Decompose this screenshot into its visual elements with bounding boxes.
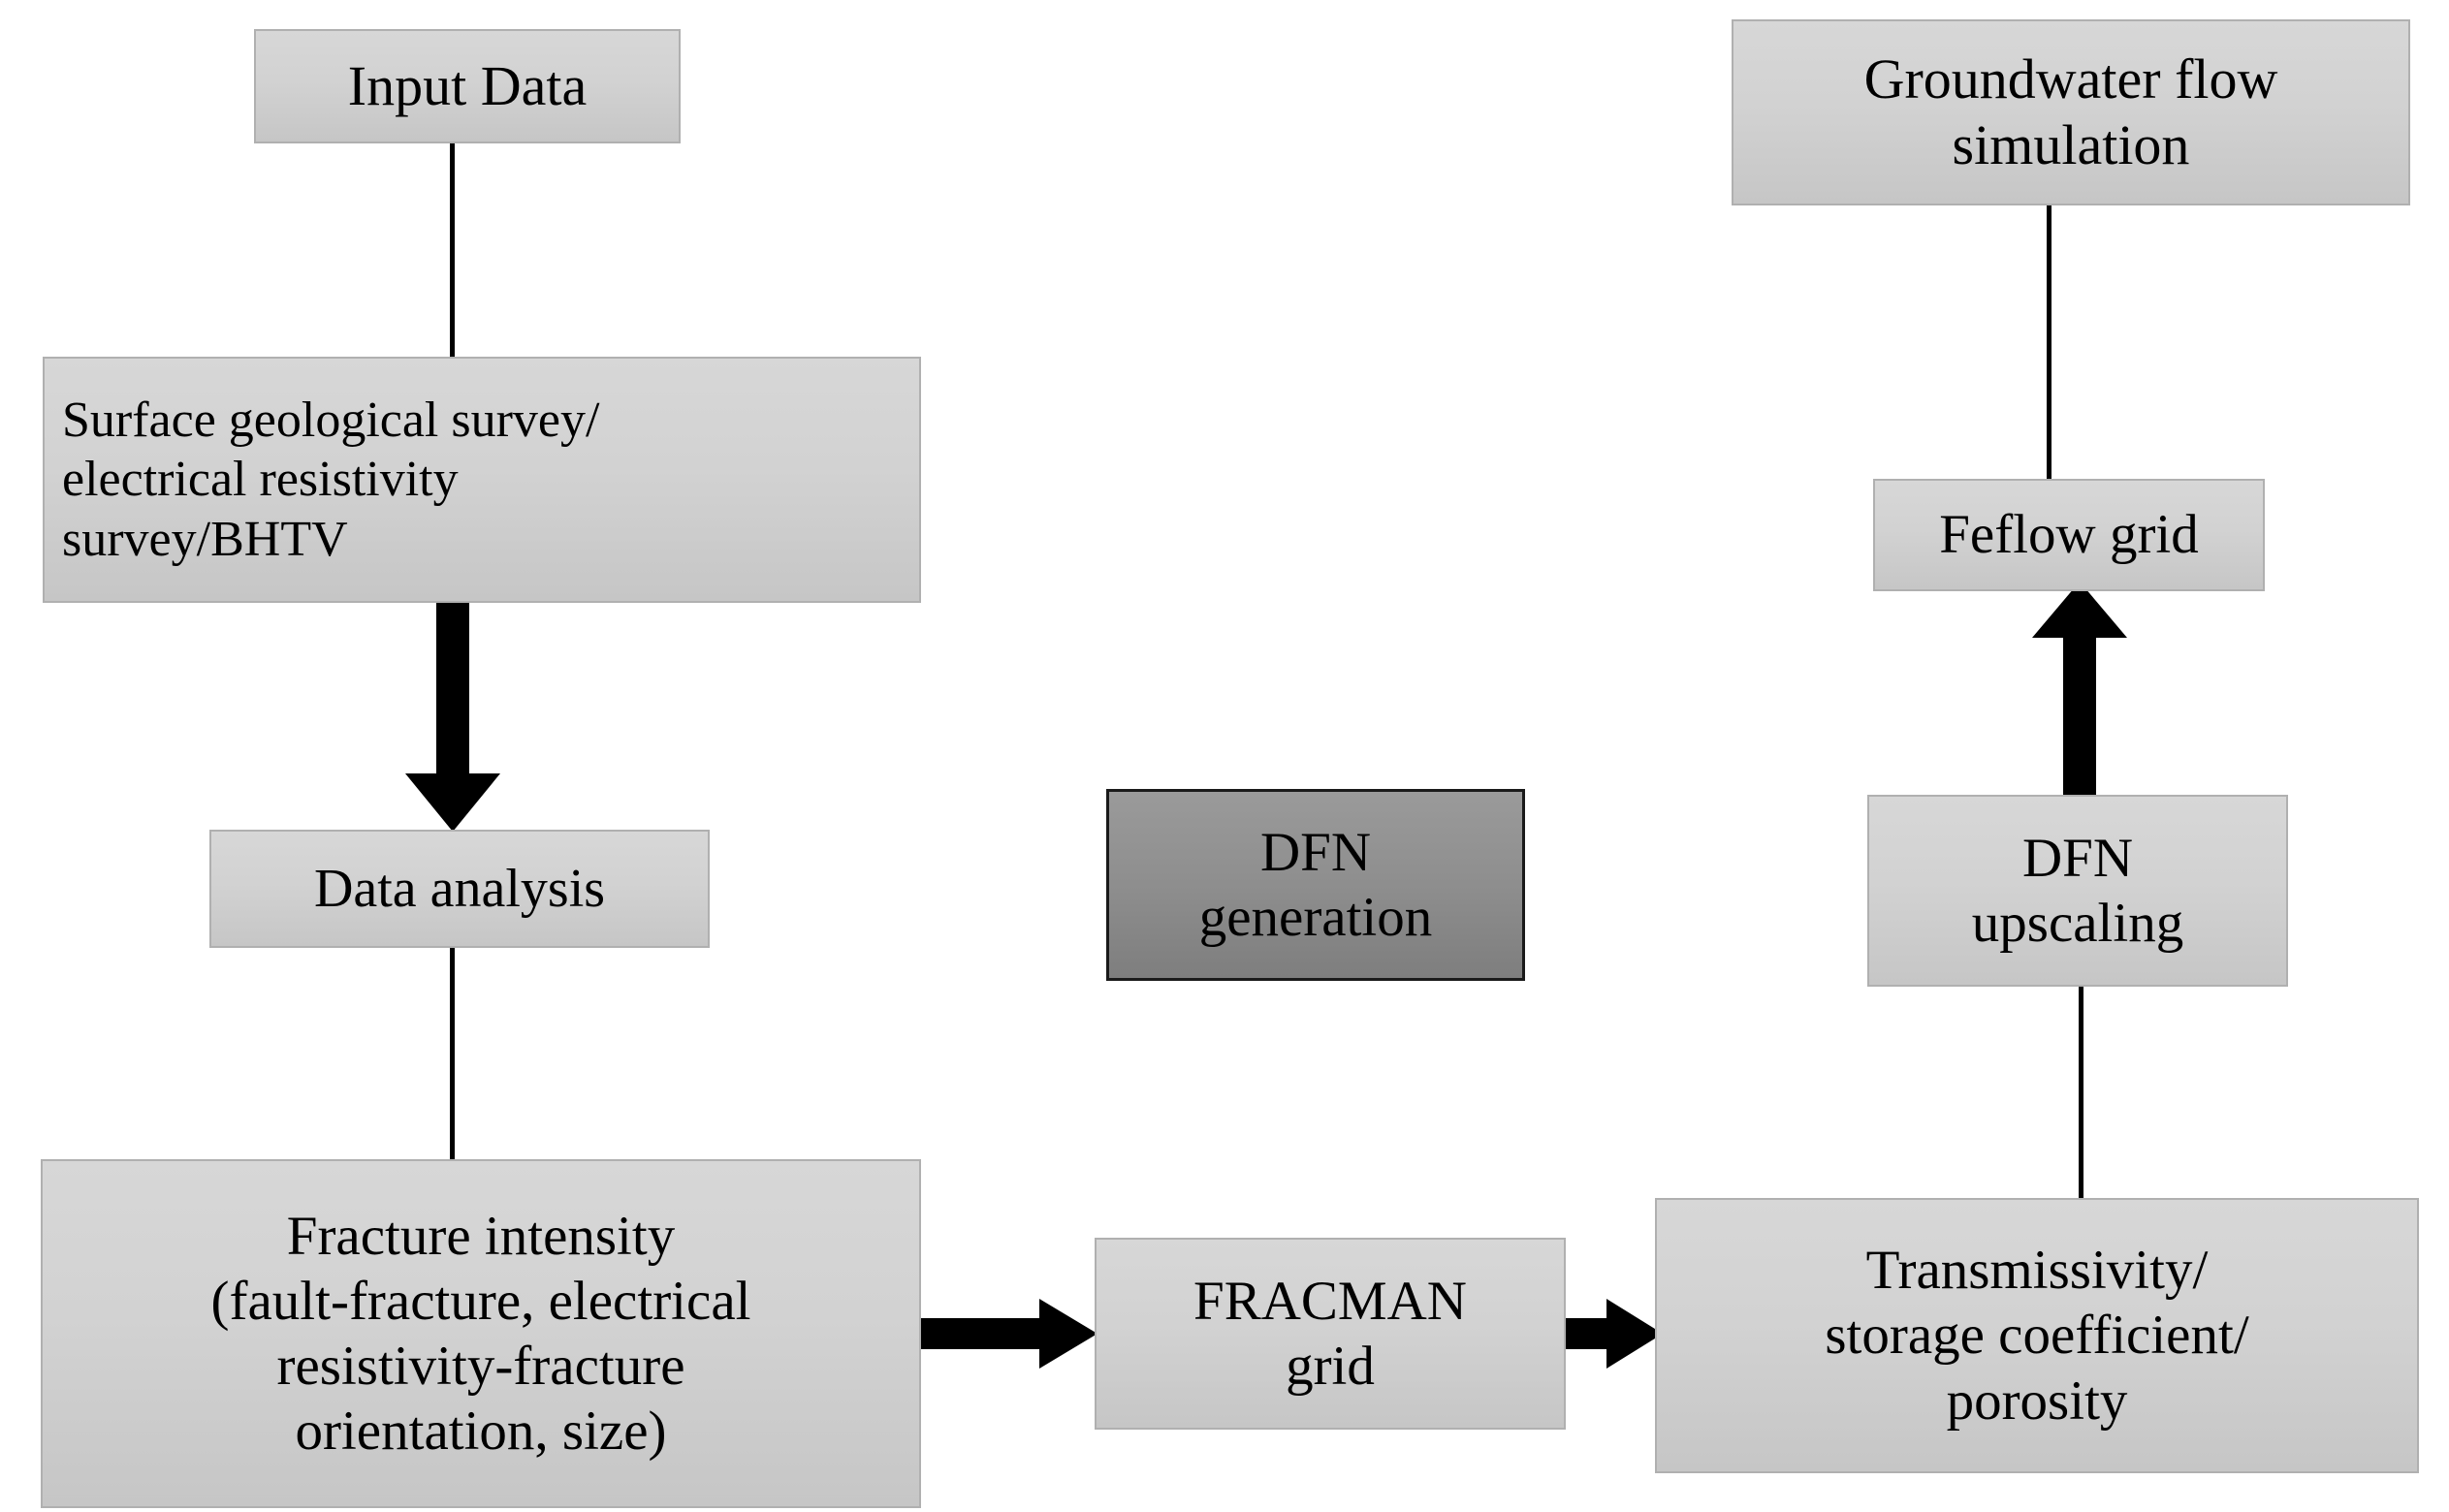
node-fracture-intensity[interactable]: Fracture intensity (fault-fracture, elec… (41, 1159, 921, 1508)
node-fracman-grid[interactable]: FRACMAN grid (1095, 1238, 1566, 1430)
connector-feflow-grid-to-groundwater-simulation (2047, 205, 2051, 480)
node-feflow-grid[interactable]: Feflow grid (1873, 479, 2265, 591)
node-dfn-upscaling[interactable]: DFN upscaling (1867, 795, 2288, 987)
connector-data-analysis-to-fracture-intensity (450, 946, 455, 1161)
node-input-data-label: Input Data (347, 53, 588, 117)
node-transmissivity[interactable]: Transmissivity/ storage coefficient/ por… (1655, 1198, 2419, 1473)
node-input-data[interactable]: Input Data (254, 29, 681, 143)
node-groundwater-simulation-label: Groundwater flow simulation (1863, 47, 2278, 176)
node-dfn-generation[interactable]: DFN generation (1106, 789, 1525, 981)
node-dfn-upscaling-label: DFN upscaling (1971, 827, 2184, 954)
node-data-analysis-label: Data analysis (313, 858, 606, 919)
node-fracman-grid-label: FRACMAN grid (1193, 1270, 1467, 1397)
node-feflow-grid-label: Feflow grid (1939, 504, 2199, 566)
connector-transmissivity-to-dfn-upscaling (2079, 987, 2083, 1200)
connector-input-data-to-surface-survey (450, 142, 455, 361)
node-groundwater-simulation[interactable]: Groundwater flow simulation (1732, 19, 2410, 205)
arrow-surface-survey-to-data-analysis (405, 603, 500, 832)
node-transmissivity-label: Transmissivity/ storage coefficient/ por… (1825, 1240, 2249, 1432)
arrow-fracture-intensity-to-fracman-grid (917, 1299, 1097, 1369)
arrow-dfn-upscaling-to-feflow-grid (2032, 582, 2127, 797)
node-surface-survey-label: Surface geological survey/ electrical re… (62, 392, 600, 567)
node-surface-survey[interactable]: Surface geological survey/ electrical re… (43, 357, 921, 603)
node-dfn-generation-label: DFN generation (1198, 821, 1433, 948)
node-fracture-intensity-label: Fracture intensity (fault-fracture, elec… (210, 1205, 751, 1463)
arrow-fracman-grid-to-transmissivity (1564, 1299, 1663, 1369)
node-data-analysis[interactable]: Data analysis (209, 830, 710, 948)
